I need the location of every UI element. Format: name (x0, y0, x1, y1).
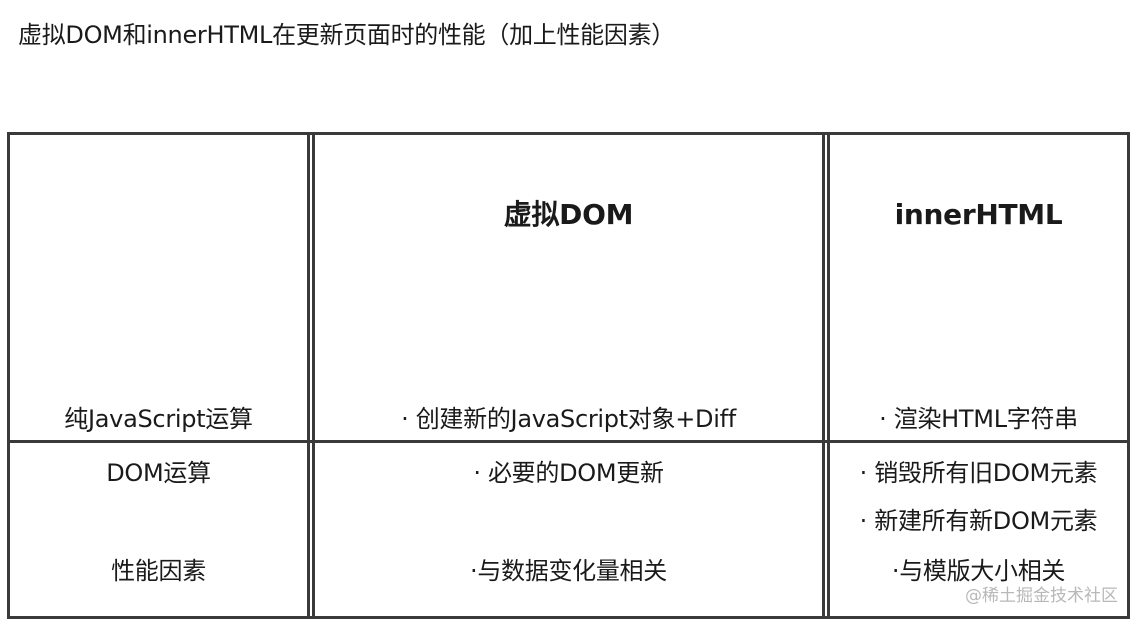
vdom-js-cost: · 创建新的JavaScript对象+Diff (401, 405, 736, 433)
vdom-dom-cost: · 必要的DOM更新 (473, 459, 664, 487)
table-border-col2 (822, 132, 825, 619)
table-border-bottom (7, 616, 1130, 619)
row-label-js: 纯JavaScript运算 (64, 405, 253, 433)
innerhtml-perf-factor: ·与模版大小相关 (891, 557, 1066, 585)
table-border-row-divider (7, 440, 1130, 443)
table-border-col1 (307, 132, 310, 619)
innerhtml-js-cost: · 渲染HTML字符串 (879, 405, 1078, 433)
innerhtml-dom-destroy: · 销毁所有旧DOM元素 (859, 459, 1098, 487)
vdom-perf-factor: ·与数据变化量相关 (470, 557, 667, 585)
row-label-dom: DOM运算 (106, 459, 211, 487)
page-title: 虚拟DOM和innerHTML在更新页面时的性能（加上性能因素） (18, 21, 675, 49)
row-label-perf: 性能因素 (111, 557, 206, 585)
table-border-top (7, 132, 1130, 135)
table-border-col2b (827, 132, 830, 619)
table-border-left (7, 132, 10, 619)
header-virtual-dom: 虚拟DOM (503, 198, 634, 231)
header-innerhtml: innerHTML (894, 198, 1063, 231)
watermark: @稀土掘金技术社区 (965, 586, 1118, 606)
table-border-right (1127, 132, 1130, 619)
innerhtml-dom-create: · 新建所有新DOM元素 (859, 507, 1098, 535)
table-border-col1b (312, 132, 315, 619)
